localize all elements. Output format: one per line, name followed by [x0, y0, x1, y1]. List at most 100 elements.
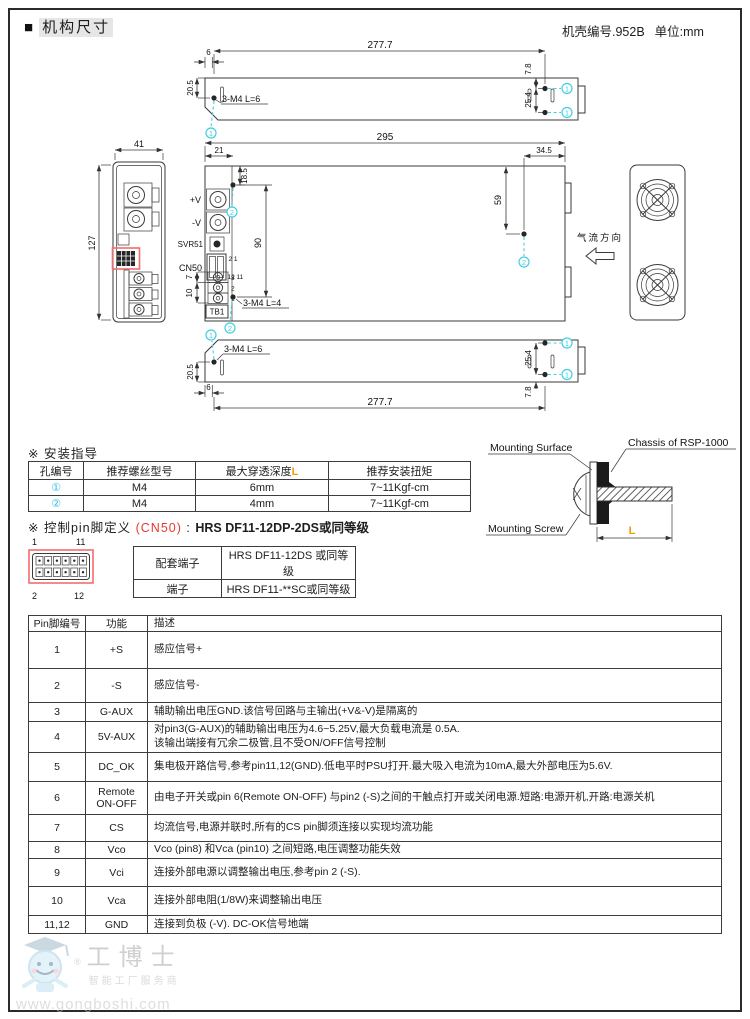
desc: 连接外部电阻(1/8W)来调整输出电压 — [147, 886, 722, 916]
terminal-label: +V — [190, 195, 201, 205]
pin: 7 — [28, 814, 86, 842]
table-row: ② M4 4mm 7~11Kgf-cm — [28, 495, 471, 512]
dim-label: 6 — [206, 383, 211, 392]
table-header-row: Pin脚编号 功能 描述 — [28, 615, 722, 632]
section-header: ■机构尺寸 — [24, 16, 114, 37]
dim-label: 277.7 — [367, 40, 392, 51]
fan-view — [629, 164, 686, 321]
header-meta: 机壳编号.952B 单位:mm — [562, 21, 714, 40]
airflow-annotation: 气流方向 — [577, 232, 623, 266]
dim-label: 21 — [215, 146, 224, 155]
func: CS — [85, 814, 148, 842]
desc: Vco (pin8) 和Vca (pin10) 之间短路,电压调整功能失效 — [147, 841, 722, 859]
pin: 4 — [28, 721, 86, 753]
screw-type: M4 — [83, 479, 196, 496]
pin-numbers: 12 11 — [228, 274, 244, 281]
watermark: ® 工博士 智能工厂服务商 www.gongboshi.com — [16, 930, 183, 1013]
dim-label: 127 — [87, 235, 97, 250]
col-pin: Pin脚编号 — [28, 615, 86, 632]
hole-id: ① — [28, 479, 84, 496]
section-bullet: ■ — [24, 19, 36, 36]
table-row: 配套端子 HRS DF11-12DS 或同等级 — [133, 546, 356, 580]
func: DC_OK — [85, 752, 148, 782]
func: Vca — [85, 886, 148, 916]
cn50-title: ※ 控制pin脚定义 (CN50) : HRS DF11-12DP-2DS或同等… — [28, 521, 369, 535]
desc: 对pin3(G-AUX)的辅助输出电压为4.6~5.25V,最大负载电流是 0.… — [147, 721, 722, 753]
screw-note: 3-M4 L=6 — [224, 344, 262, 354]
desc: 感应信号- — [147, 668, 722, 703]
dim-label: 25.4 — [524, 92, 533, 108]
pin-12-label: 12 — [74, 591, 84, 601]
pin: 2 — [28, 668, 86, 703]
airflow-label: 气流方向 — [577, 232, 623, 244]
screw-note: 3-M4 L=6 — [222, 94, 260, 104]
cn50-connector-figure: 1 11 2 12 — [28, 537, 94, 601]
dim-label: 7.8 — [524, 386, 533, 398]
terminal-label: SVR51 — [178, 240, 204, 249]
terminal-number: 2 — [231, 286, 235, 293]
screw-note: 3-M4 L=4 — [243, 298, 281, 308]
pin-1-label: 1 — [32, 537, 37, 547]
hole-marker: 1 — [209, 129, 213, 138]
dim-label: 7.8 — [524, 63, 533, 75]
dim-label: 41 — [134, 139, 144, 149]
top-side-view: 277.7 6 20.5 3-M4 L=6 7.8 25.4 1 1 1 — [186, 40, 586, 139]
pin-11-label: 11 — [76, 537, 85, 547]
col-desc: 描述 — [147, 615, 722, 632]
front-view: 41 127 — [87, 139, 166, 323]
torque: 7~11Kgf-cm — [328, 495, 471, 512]
screw-type: M4 — [83, 495, 196, 512]
pin: 6 — [28, 781, 86, 815]
depth: 6mm — [195, 479, 329, 496]
hole-marker: 1 — [565, 339, 569, 348]
pin: 5 — [28, 752, 86, 782]
table-header-row: 孔编号 推荐螺丝型号 最大穿透深度L 推荐安装扭矩 — [28, 461, 471, 480]
hole-marker: 2 — [230, 208, 234, 217]
depth-l-symbol: L — [291, 465, 299, 478]
pin-numbers: 2 1 — [229, 256, 238, 263]
unit-label: 单位:mm — [654, 25, 704, 39]
brand-name: 工博士 — [86, 944, 183, 971]
hole-marker: 1 — [209, 331, 213, 340]
mounting-screw-label: Mounting Screw — [488, 523, 564, 535]
desc: 连接外部电源以调整输出电压,参考pin 2 (-S). — [147, 858, 722, 887]
func: -S — [85, 668, 148, 703]
terminal-label: CN50 — [179, 263, 202, 273]
fan-bottom — [636, 264, 679, 306]
main-top-view: 295 21 34.5 +V -V SVR51 CN50 2 1 12 11 3… — [178, 132, 572, 334]
dim-label: 90 — [253, 238, 263, 248]
hole-marker: 1 — [565, 84, 569, 93]
mating-connector-value: HRS DF11-12DS 或同等级 — [221, 546, 356, 580]
desc: 辅助输出电压GND.该信号回路与主输出(+V&-V)是隔离的 — [147, 702, 722, 722]
registered-mark: ® — [74, 957, 81, 967]
mounting-figure: Mounting Surface Chassis of RSP-1000 Mou… — [486, 437, 736, 542]
desc: 由电子开关或pin 6(Remote ON-OFF) 与pin2 (-S)之间的… — [147, 781, 722, 815]
cn50-pin-grid — [35, 556, 87, 577]
desc: 集电极开路信号,参考pin11,12(GND).低电平时PSU打开.最大吸入电流… — [147, 752, 722, 782]
mechanical-drawing: 277.7 6 20.5 3-M4 L=6 7.8 25.4 1 1 1 41 — [87, 40, 686, 411]
dim-label: 59 — [493, 195, 503, 205]
page-border — [8, 8, 742, 1012]
col-depth: 最大穿透深度L — [195, 461, 329, 480]
terminal-value: HRS DF11-**SC或同等级 — [221, 579, 356, 598]
dim-label: 18.5 — [240, 168, 249, 184]
page-title: 机构尺寸 — [39, 18, 114, 37]
brand-tagline: 智能工厂服务商 — [88, 976, 180, 987]
col-func: 功能 — [85, 615, 148, 632]
chassis-label: Chassis of RSP-1000 — [628, 437, 729, 449]
l-dim-label: L — [629, 525, 636, 537]
case-number: 机壳编号.952B — [562, 25, 645, 39]
func: +S — [85, 631, 148, 669]
hole-id: ② — [28, 495, 84, 512]
dim-label: 10 — [185, 288, 194, 297]
pin: 8 — [28, 841, 86, 859]
cn50-red-label: (CN50) — [135, 521, 182, 535]
cn50-mating-table: 配套端子 HRS DF11-12DS 或同等级 端子 HRS DF11-**SC… — [133, 546, 356, 598]
